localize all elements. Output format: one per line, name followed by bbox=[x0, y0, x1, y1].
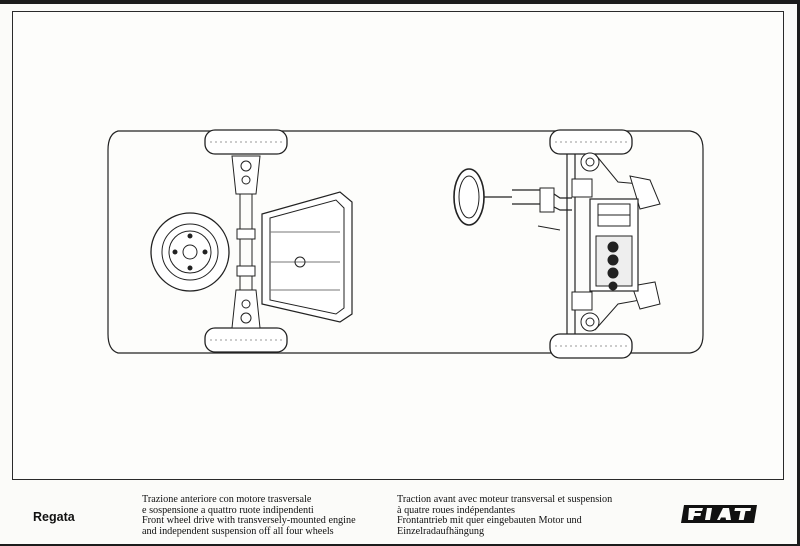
caption-line: e sospensione a quattro ruote indipenden… bbox=[142, 504, 314, 516]
caption-line: Frontantrieb mit quer eingebauten Motor … bbox=[397, 515, 582, 527]
front-suspension bbox=[566, 152, 661, 334]
caption-italian-english: Trazione anteriore con motore trasversal… bbox=[142, 494, 356, 537]
spare-wheel bbox=[150, 212, 230, 292]
fiat-logo bbox=[681, 505, 757, 523]
engine-block bbox=[571, 178, 639, 311]
model-name: Regata bbox=[33, 510, 75, 524]
diagram-frame bbox=[12, 11, 784, 480]
fuel-tank bbox=[261, 191, 353, 323]
caption-line: Einzelradaufhängung bbox=[397, 525, 485, 537]
photo-print: Regata Trazione anteriore con motore tra… bbox=[0, 4, 797, 544]
rear-left-wheel bbox=[204, 129, 288, 155]
caption-french-german: Traction avant avec moteur transversal e… bbox=[397, 494, 613, 537]
car-body-outline bbox=[107, 130, 704, 354]
steering-wheel bbox=[453, 168, 512, 226]
front-right-wheel bbox=[549, 333, 633, 359]
front-left-wheel bbox=[549, 129, 633, 155]
caption-line: à quatre roues indépendantes bbox=[397, 504, 515, 516]
caption-line: Front wheel drive with transversely-moun… bbox=[142, 515, 356, 527]
caption-footer: Regata Trazione anteriore con motore tra… bbox=[0, 480, 797, 544]
steering-column bbox=[512, 187, 572, 231]
rear-suspension bbox=[231, 155, 261, 329]
caption-line: Traction avant avec moteur transversal e… bbox=[397, 494, 613, 505]
rear-right-wheel bbox=[204, 327, 288, 353]
caption-line: Trazione anteriore con motore trasversal… bbox=[142, 494, 312, 505]
caption-line: and independent suspension off all four … bbox=[142, 525, 334, 537]
chassis-diagram bbox=[107, 129, 704, 359]
